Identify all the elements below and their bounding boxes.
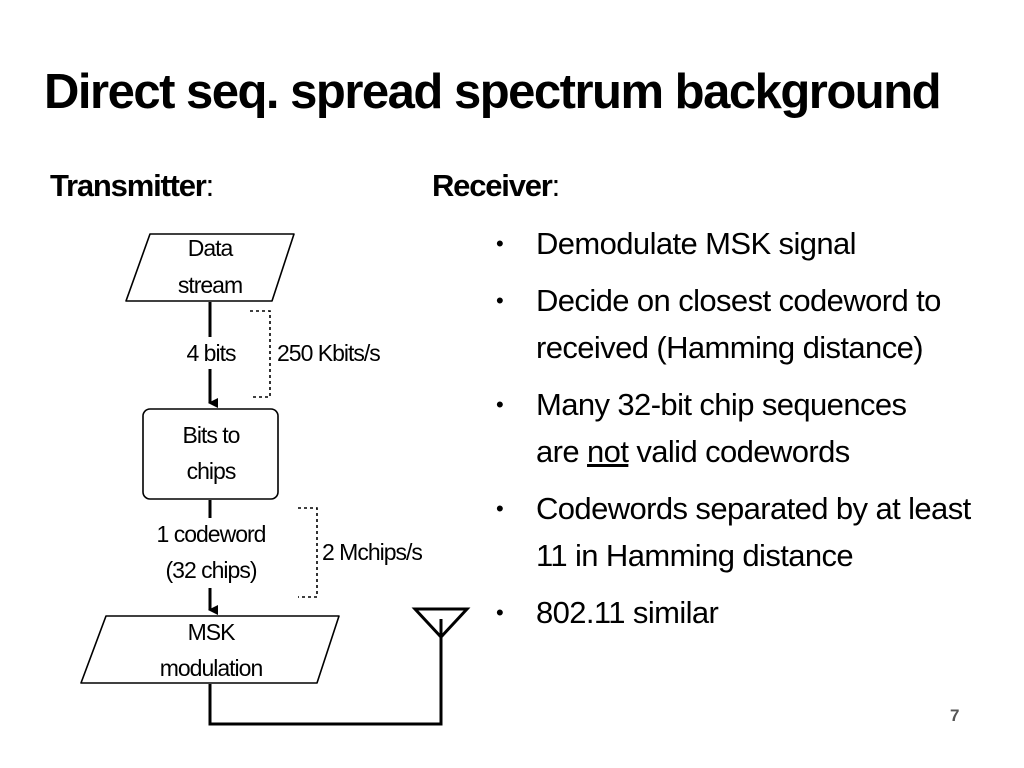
receiver-label: Receiver <box>432 168 553 203</box>
bullet-dot: • <box>496 392 504 417</box>
msk-modulation-shape <box>80 615 340 684</box>
receiver-bullet-3-text-a: Many 32-bit chip sequences <box>536 387 907 422</box>
bit-rate-bracket <box>250 310 271 398</box>
receiver-bullet-3-text-b: are <box>536 434 580 469</box>
bits-to-chips-box <box>142 408 279 500</box>
receiver-bullet-5-text: 802.11 similar <box>536 595 719 630</box>
receiver-bullet-3-emphasis: not <box>587 434 629 469</box>
receiver-bullet-list: • Demodulate MSK signal • Decide on clos… <box>496 220 996 646</box>
transmitter-heading: Transmitter: <box>50 168 215 204</box>
bits-label-mask <box>172 337 248 369</box>
chip-rate-label: 2 Mchips/s <box>322 539 422 565</box>
receiver-bullet-3-text-c: valid codewords <box>636 434 850 469</box>
receiver-bullet-3: • Many 32-bit chip sequences are not val… <box>496 381 996 475</box>
receiver-bullet-2-text: Decide on closest codeword to received (… <box>536 283 941 365</box>
bullet-dot: • <box>496 288 504 313</box>
chip-rate-bracket <box>298 507 318 598</box>
codeword-label-mask <box>138 518 286 588</box>
receiver-bullet-1: • Demodulate MSK signal <box>496 220 996 267</box>
bullet-dot: • <box>496 231 504 256</box>
slide-title: Direct seq. spread spectrum background <box>44 65 942 119</box>
receiver-bullet-1-text: Demodulate MSK signal <box>536 226 857 261</box>
receiver-colon: : <box>551 168 561 203</box>
transmitter-label: Transmitter <box>50 168 207 203</box>
msk-label-line1: MSK <box>188 619 237 645</box>
antenna-icon <box>411 607 471 640</box>
receiver-bullet-5: • 802.11 similar <box>496 589 996 636</box>
bits-to-chips-label-line2: chips <box>187 458 236 484</box>
bullet-dot: • <box>496 496 504 521</box>
codeword-label-line2: (32 chips) <box>166 557 257 583</box>
receiver-bullet-4: • Codewords separated by at least 11 in … <box>496 485 996 579</box>
bits-label: 4 bits <box>187 340 236 366</box>
transmitter-colon: : <box>205 168 215 203</box>
receiver-bullet-4-text: Codewords separated by at least 11 in Ha… <box>536 491 971 573</box>
msk-label-line2: modulation <box>160 655 263 681</box>
antenna-feed-line <box>208 619 443 726</box>
data-stream-label-line2: stream <box>178 272 242 298</box>
bit-rate-label: 250 Kbits/s <box>277 340 380 366</box>
bullet-dot: • <box>496 600 504 625</box>
page-number: 7 <box>950 706 960 725</box>
receiver-heading: Receiver: <box>432 168 561 204</box>
receiver-bullet-2: • Decide on closest codeword to received… <box>496 277 996 371</box>
codeword-label-line1: 1 codeword <box>157 521 266 547</box>
data-stream-shape <box>125 233 295 302</box>
bits-to-chips-label-line1: Bits to <box>183 422 240 448</box>
data-stream-label-line1: Data <box>188 235 234 261</box>
